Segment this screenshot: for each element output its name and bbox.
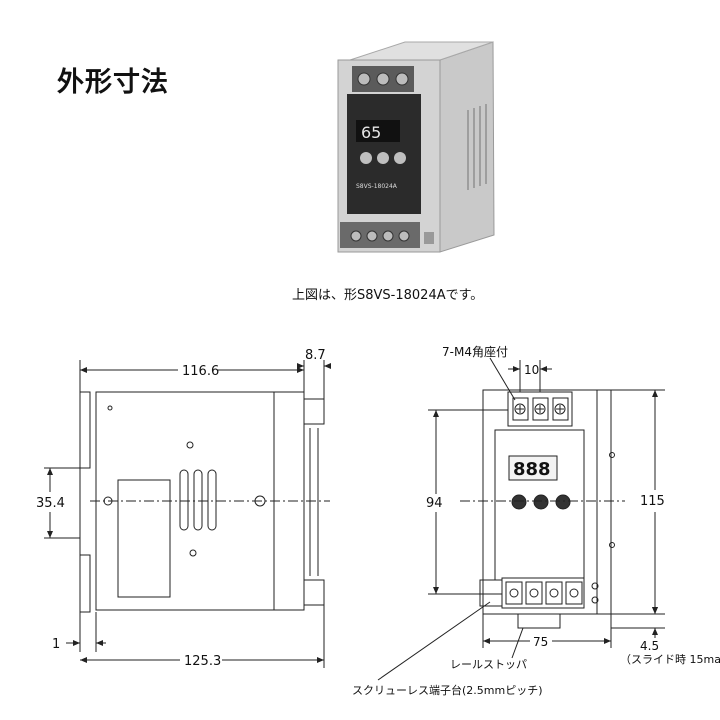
- label-rail-stopper: レールストッパ: [450, 658, 527, 671]
- dim-rail-height: 35.4: [36, 496, 65, 511]
- dim-total-depth: 125.3: [184, 654, 221, 669]
- label-terminal-block: スクリューレス端子台(2.5mmピッチ): [352, 683, 543, 697]
- front-view: [377, 357, 665, 681]
- side-view: [44, 360, 331, 668]
- dim-depth: 116.6: [182, 364, 219, 379]
- note-slide: （スライド時 15max.）: [620, 653, 720, 666]
- front-display-digits: 888: [513, 459, 551, 480]
- dim-width: 75: [533, 635, 548, 649]
- dim-94: 94: [426, 496, 443, 511]
- front-view-labels: 7-M4角座付 10 94 115 888 75 4.5 （スライド時 15ma…: [352, 344, 720, 697]
- dim-4-5: 4.5: [640, 639, 659, 653]
- photo-display-digits: 65: [361, 123, 381, 142]
- label-screws: 7-M4角座付: [442, 344, 508, 359]
- side-view-labels: 116.6 8.7 35.4 1 125.3: [36, 348, 326, 669]
- photo-model-label: S8VS-18024A: [356, 183, 398, 190]
- dim-pitch: 10: [524, 363, 539, 377]
- dim-offset: 1: [52, 637, 60, 652]
- dim-terminal: 8.7: [305, 348, 326, 363]
- page-title: 外形寸法: [57, 67, 169, 98]
- dim-115: 115: [640, 494, 665, 509]
- product-photo: 65 S8VS-18024A: [333, 41, 496, 260]
- photo-caption: 上図は、形S8VS-18024Aです。: [292, 288, 484, 303]
